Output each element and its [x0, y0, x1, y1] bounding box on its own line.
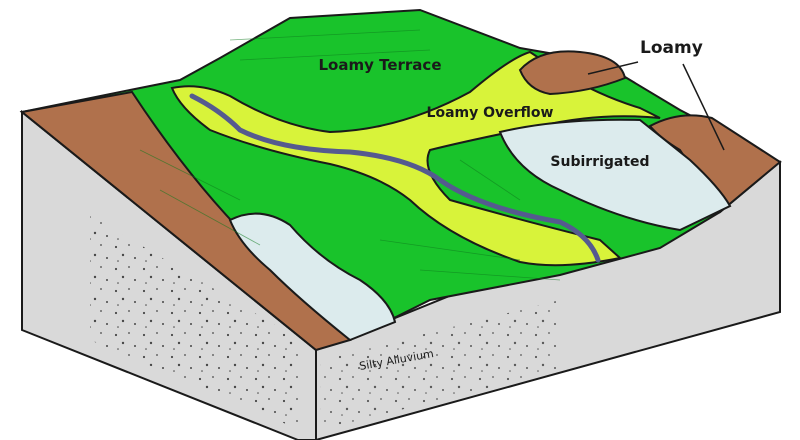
label-loamy-overflow: Loamy Overflow [427, 105, 554, 121]
label-loamy-terrace: Loamy Terrace [318, 56, 441, 74]
loamy-leader-to-knoll [587, 61, 639, 75]
subirrigated-left-area [228, 212, 397, 342]
loamy-overflow-channel [170, 50, 661, 267]
subirrigated-right-area [498, 118, 732, 232]
alluvium-speckle-front [90, 215, 300, 430]
surface-texture [139, 29, 561, 281]
loamy-upper-knoll [518, 50, 627, 96]
stream-line [189, 93, 601, 263]
label-subirrigated: Subirrigated [550, 154, 649, 170]
alluvium-speckle-right [320, 300, 560, 430]
label-loamy: Loamy [640, 38, 703, 58]
loamy-leader-to-right-strip [682, 63, 725, 151]
